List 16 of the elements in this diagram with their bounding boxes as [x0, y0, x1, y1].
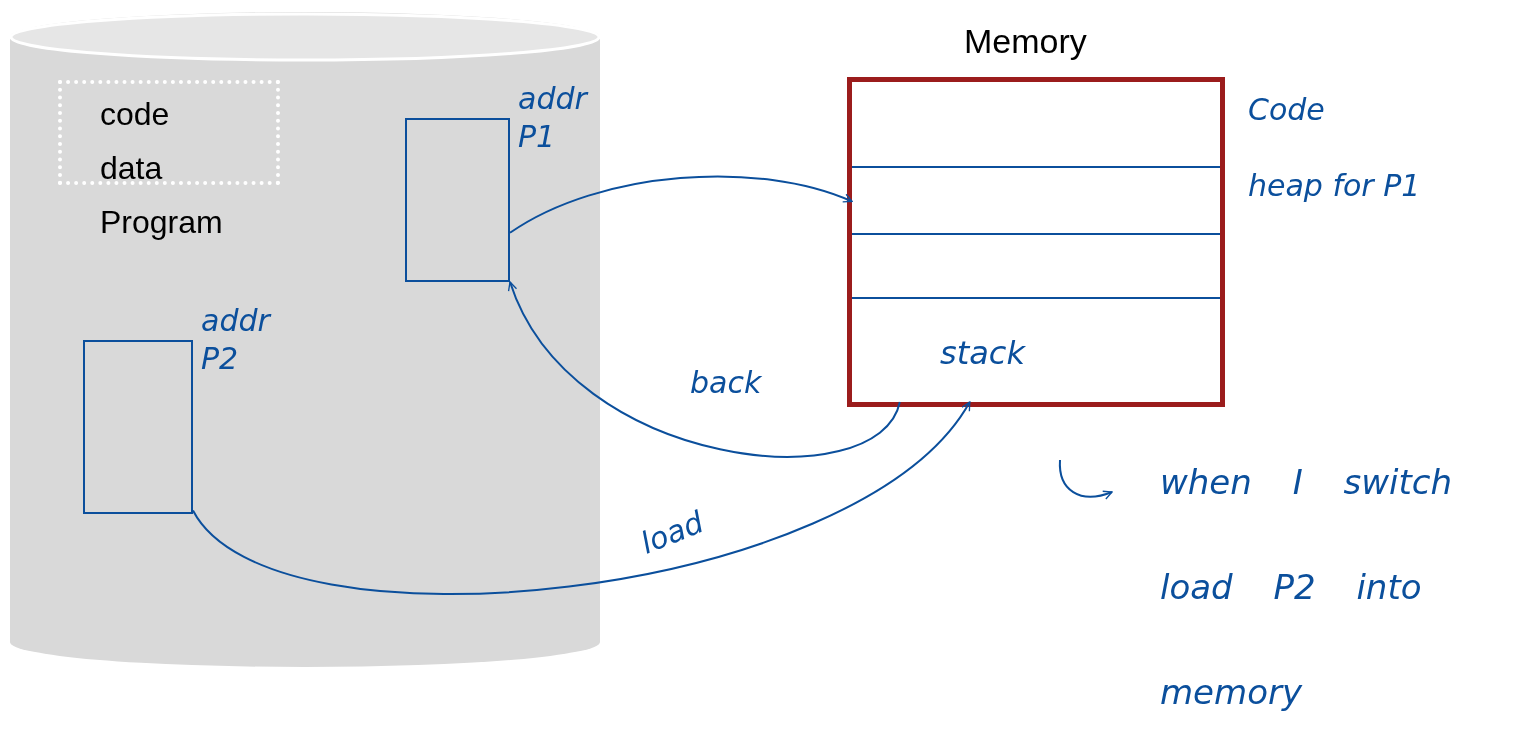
region-label: stack	[940, 334, 1025, 372]
program-label: Program	[100, 204, 223, 241]
text-line: data	[100, 150, 163, 187]
side-label: heap for P1	[1248, 168, 1421, 203]
side-label: addr P1	[518, 80, 590, 156]
arrow	[509, 175, 853, 234]
arrow	[509, 281, 901, 458]
arrow	[192, 401, 971, 595]
edge-label: load	[635, 504, 709, 561]
text-line: code	[100, 96, 170, 133]
side-label: addr P2	[201, 302, 273, 378]
arrow	[1059, 459, 1113, 500]
edge-label: back	[690, 365, 762, 400]
heading: Memory	[964, 22, 1087, 61]
note-text: when I switch load P2 into memory	[1160, 461, 1453, 714]
side-label: Code	[1248, 92, 1325, 127]
